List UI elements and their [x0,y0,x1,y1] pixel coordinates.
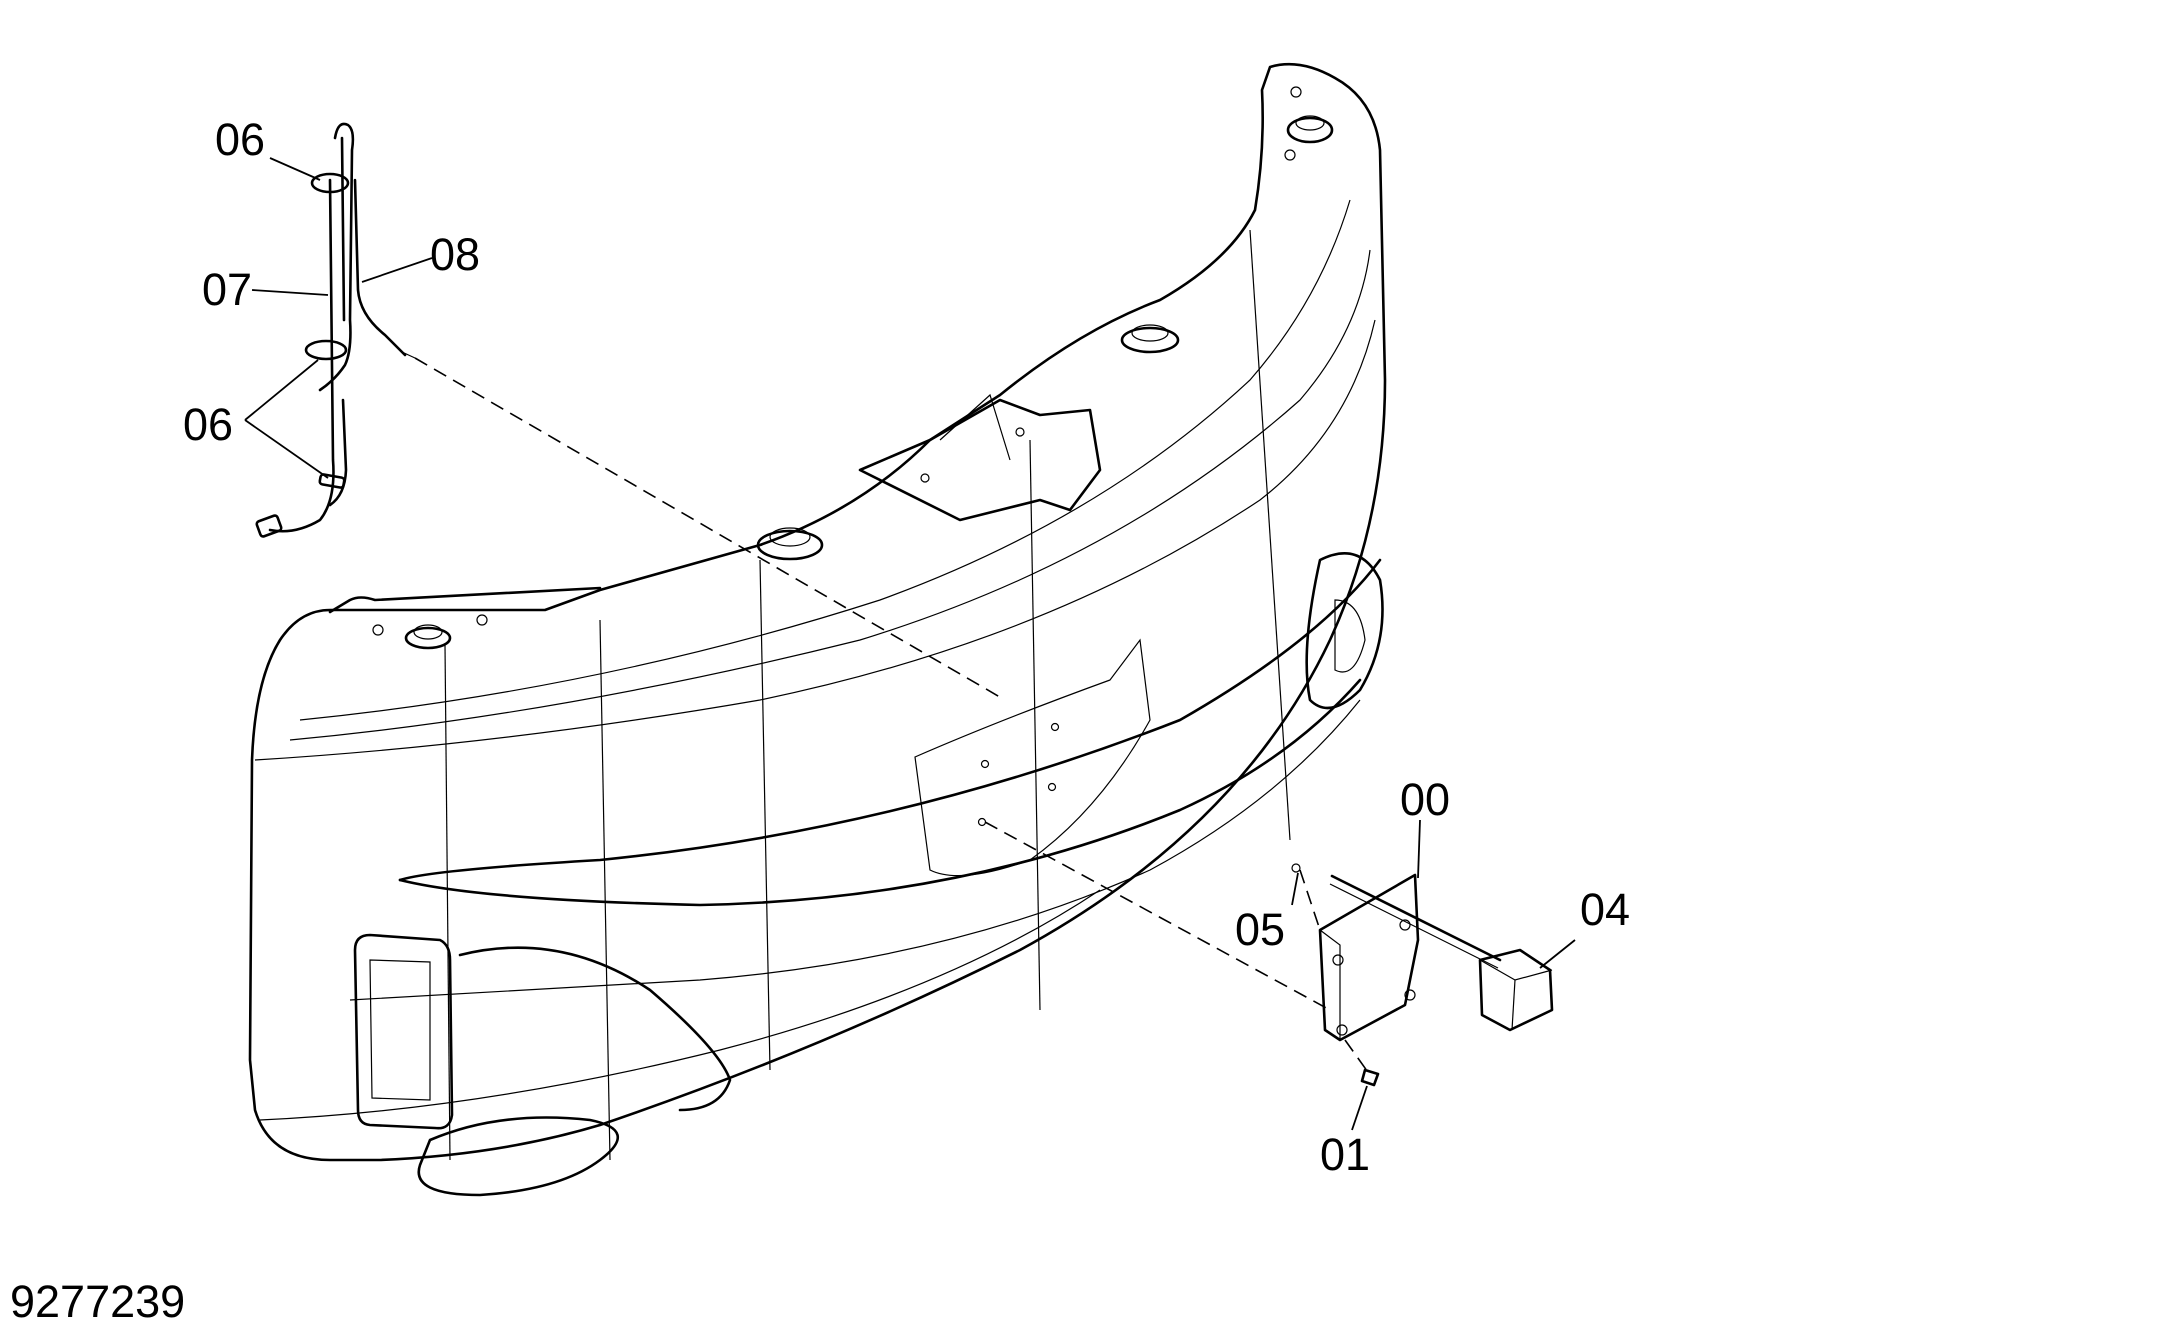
plate-bracket-assembly [1291,863,1554,1087]
assembly-lines [414,357,1371,1076]
callout-05: 05 [1235,904,1285,955]
callout-06-bottom: 06 [183,399,233,450]
callout-07: 07 [202,264,252,315]
drawing-number: 9277239 [10,1276,186,1327]
leader-lines [244,157,1576,1131]
callout-01: 01 [1320,1129,1370,1180]
callout-06-top: 06 [215,114,265,165]
callout-00: 00 [1400,774,1450,825]
callout-08: 08 [430,229,480,280]
wiring-harness [255,122,416,538]
front-weight-body [248,62,1387,1197]
callout-04: 04 [1580,884,1630,935]
callouts: 06 07 08 06 00 05 04 01 [183,114,1630,1180]
